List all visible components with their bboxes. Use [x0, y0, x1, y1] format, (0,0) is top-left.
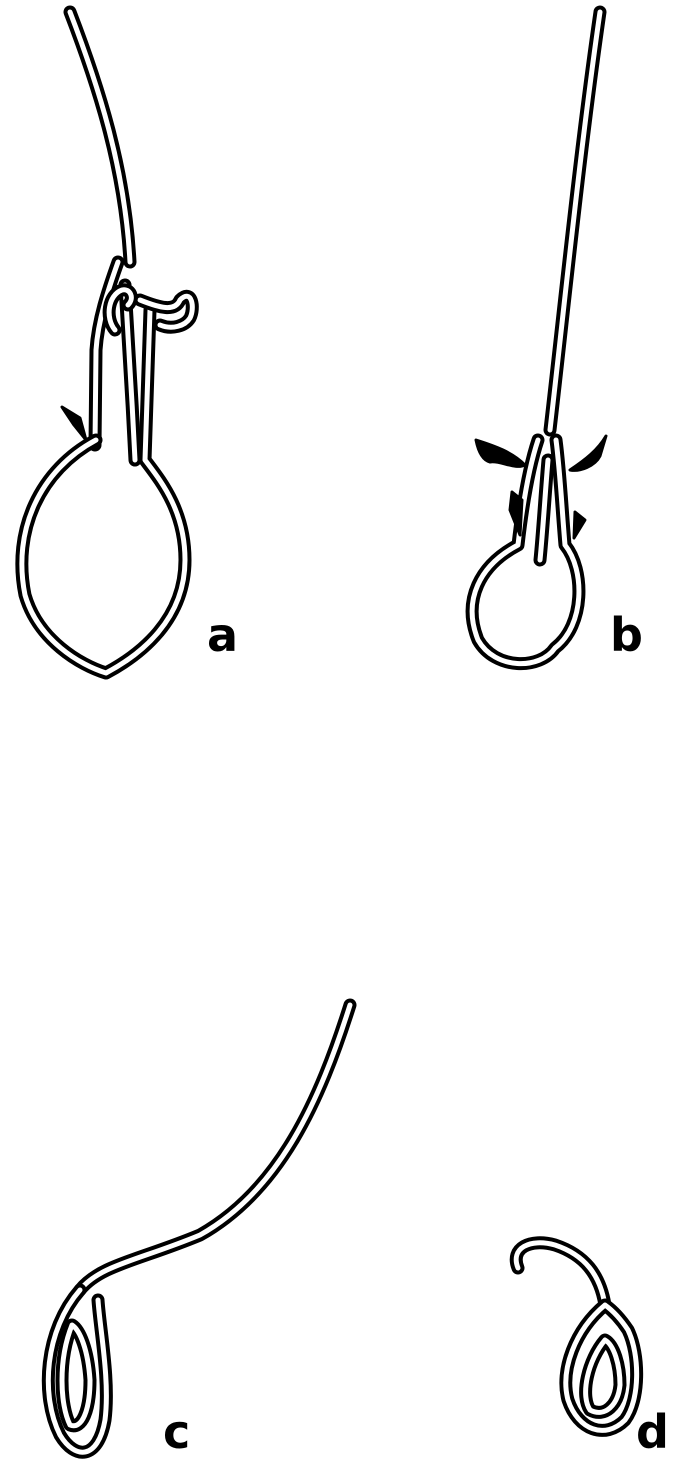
hair-root-bulb-large-icon: [22, 12, 192, 673]
panel-b: b: [472, 12, 643, 664]
panel-label-d: d: [636, 1405, 669, 1459]
panel-a: a: [22, 12, 238, 673]
hair-root-bulb-small-icon: [472, 12, 606, 664]
panel-label-a: a: [207, 608, 238, 662]
panel-label-c: c: [163, 1405, 190, 1459]
hair-root-curved-icon: [48, 1005, 350, 1452]
panel-label-b: b: [610, 608, 643, 662]
panel-d: d: [516, 1243, 669, 1459]
panel-c: c: [48, 1005, 350, 1459]
hair-root-hooked-icon: [516, 1243, 636, 1431]
